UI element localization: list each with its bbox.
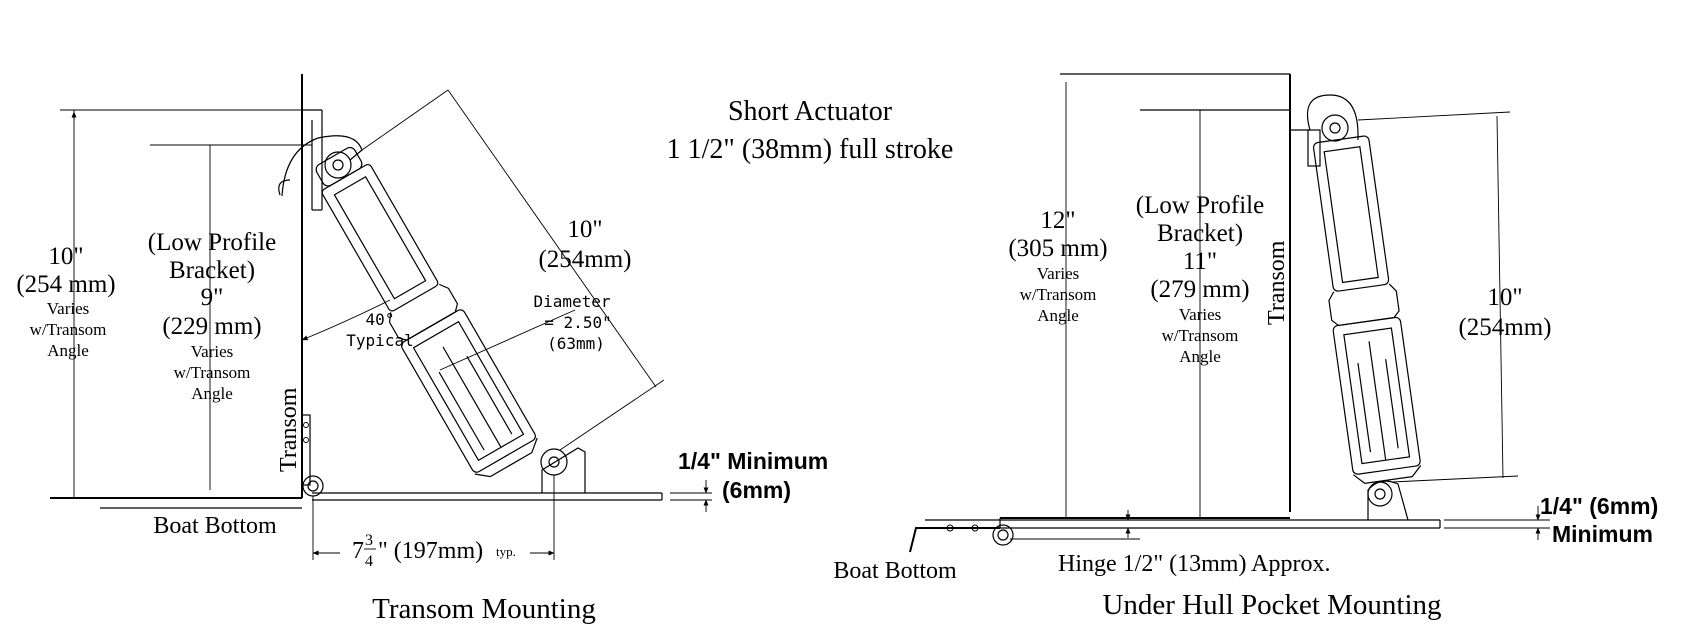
transom-label-left: Transom	[276, 387, 302, 472]
offset-denominator: 4	[365, 553, 373, 570]
upper-mount	[281, 135, 363, 197]
actuator-length-mm-right: (254mm)	[1458, 314, 1551, 341]
transom-mounting-drawing	[50, 74, 712, 560]
boat-bottom-label-left: Boat Bottom	[153, 513, 277, 539]
svg-text:Angle: Angle	[1037, 306, 1079, 325]
svg-text:Varies: Varies	[1179, 305, 1221, 324]
transom-label-right: Transom	[1264, 240, 1290, 325]
actuator-length-inch-right: 10"	[1487, 284, 1522, 311]
svg-text:Bracket): Bracket)	[1157, 220, 1243, 247]
angle-label: Typical	[346, 331, 413, 350]
height-mm-right: (305 mm)	[1008, 235, 1107, 262]
caption-under-hull: Under Hull Pocket Mounting	[1102, 589, 1441, 621]
minimum-line2-right: Minimum	[1552, 521, 1653, 547]
height-inch-left: 10"	[48, 243, 83, 270]
actuator-body-right	[1312, 135, 1422, 484]
svg-text:w/Transom: w/Transom	[30, 320, 107, 339]
lower-bracket-right	[1367, 480, 1409, 521]
dim-line-diameter	[439, 309, 576, 371]
under-hull-drawing	[909, 73, 1550, 553]
height-mm-left: (254 mm)	[16, 271, 115, 298]
actuator-body-left	[315, 146, 538, 478]
hinge-label: Hinge 1/2" (13mm) Approx.	[1058, 551, 1330, 577]
low-profile-line1-right: (Low Profile	[1136, 192, 1264, 219]
upper-bracket-right	[1290, 94, 1359, 140]
svg-text:Varies: Varies	[47, 299, 89, 318]
svg-text:Angle: Angle	[47, 341, 89, 360]
svg-text:Varies: Varies	[191, 342, 233, 361]
angle-value: 40°	[366, 310, 395, 329]
lower-bracket	[541, 447, 586, 493]
offset-value: " (197mm)	[378, 538, 483, 564]
under-hull-labels: 12" (305 mm) Varies w/Transom Angle (Low…	[833, 192, 1658, 621]
low-profile-mm-right: (279 mm)	[1150, 276, 1249, 303]
svg-text:w/Transom: w/Transom	[174, 363, 251, 382]
low-profile-mm-left: (229 mm)	[162, 313, 261, 340]
svg-text:w/Transom: w/Transom	[1162, 326, 1239, 345]
diameter-value-mm: (63mm)	[547, 334, 605, 353]
diagram-header: Short Actuator 1 1/2" (38mm) full stroke	[667, 96, 954, 165]
svg-text:Varies: Varies	[1037, 264, 1079, 283]
diameter-value-inch: = 2.50"	[544, 313, 611, 332]
svg-text:Angle: Angle	[191, 384, 233, 403]
actuator-length-inch-left: 10"	[567, 216, 602, 243]
header-title: Short Actuator	[728, 96, 893, 127]
svg-text:Angle: Angle	[1179, 347, 1221, 366]
diameter-label: Diameter	[533, 292, 610, 311]
low-profile-inch-right: 11"	[1183, 248, 1217, 275]
offset-suffix: typ.	[496, 544, 516, 559]
offset-whole: 7	[352, 538, 364, 564]
boat-bottom-label-right: Boat Bottom	[833, 558, 957, 584]
height-inch-right: 12"	[1040, 207, 1075, 234]
dim-line-actuator-left	[447, 89, 657, 388]
minimum-line1-left: 1/4" Minimum	[678, 448, 828, 474]
caption-transom-mounting: Transom Mounting	[372, 593, 596, 625]
angle-arc	[301, 299, 391, 341]
dim-line-actuator-right	[1496, 115, 1504, 479]
minimum-line2-left: (6mm)	[722, 477, 791, 503]
low-profile-inch-left: 9"	[201, 284, 224, 311]
transom-mounting-labels: 10" (254 mm) Varies w/Transom Angle (Low…	[16, 216, 828, 625]
minimum-line1-right: 1/4" (6mm)	[1540, 493, 1658, 519]
boat-bottom-line-right	[909, 527, 1000, 553]
header-subtitle: 1 1/2" (38mm) full stroke	[667, 134, 954, 165]
svg-text:Bracket): Bracket)	[169, 257, 255, 284]
svg-text:w/Transom: w/Transom	[1020, 285, 1097, 304]
low-profile-line1-left: (Low Profile	[148, 229, 276, 256]
offset-numerator: 3	[365, 532, 373, 549]
actuator-length-mm-left: (254mm)	[538, 246, 631, 273]
